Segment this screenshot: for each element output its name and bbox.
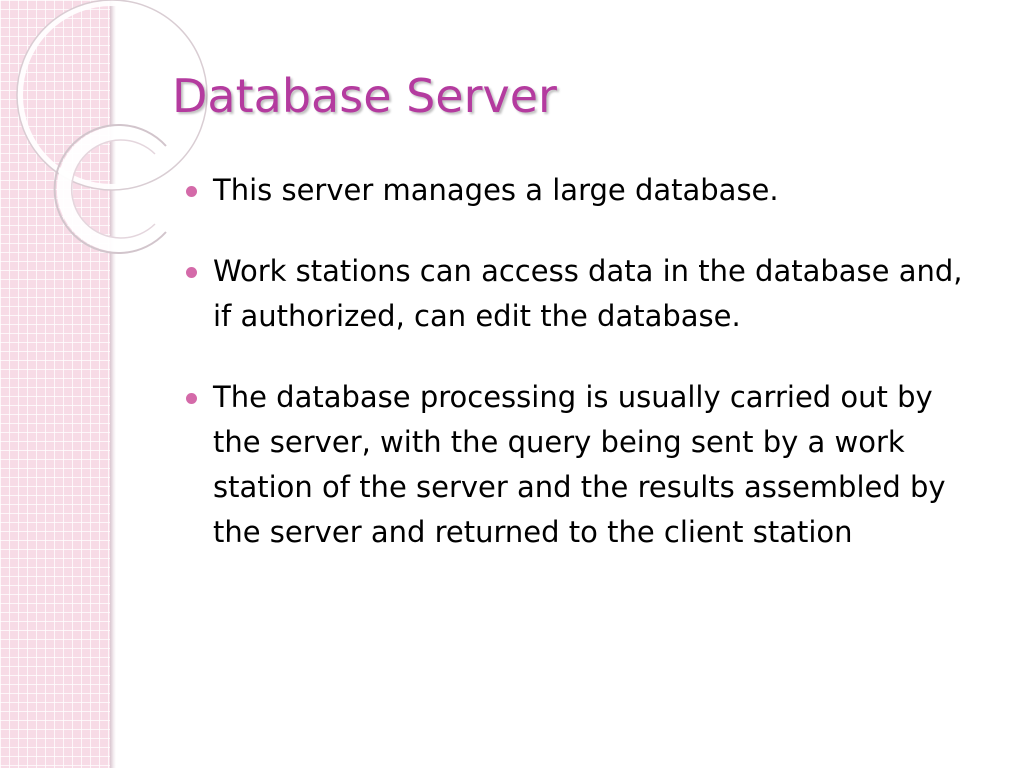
- bullet-item: This server manages a large database.: [186, 168, 986, 213]
- bullet-list: This server manages a large database. Wo…: [186, 168, 986, 591]
- side-panel-grid: [0, 0, 114, 768]
- bullet-item: Work stations can access data in the dat…: [186, 249, 986, 339]
- bullet-text: The database processing is usually carri…: [213, 380, 946, 549]
- slide-title: Database Server: [172, 69, 557, 123]
- bullet-dot-icon: [186, 267, 197, 278]
- side-divider: [110, 0, 116, 768]
- bullet-item: The database processing is usually carri…: [186, 375, 986, 555]
- bullet-text: Work stations can access data in the dat…: [213, 254, 963, 333]
- bullet-dot-icon: [186, 393, 197, 404]
- bullet-dot-icon: [186, 186, 197, 197]
- bullet-text: This server manages a large database.: [213, 173, 779, 207]
